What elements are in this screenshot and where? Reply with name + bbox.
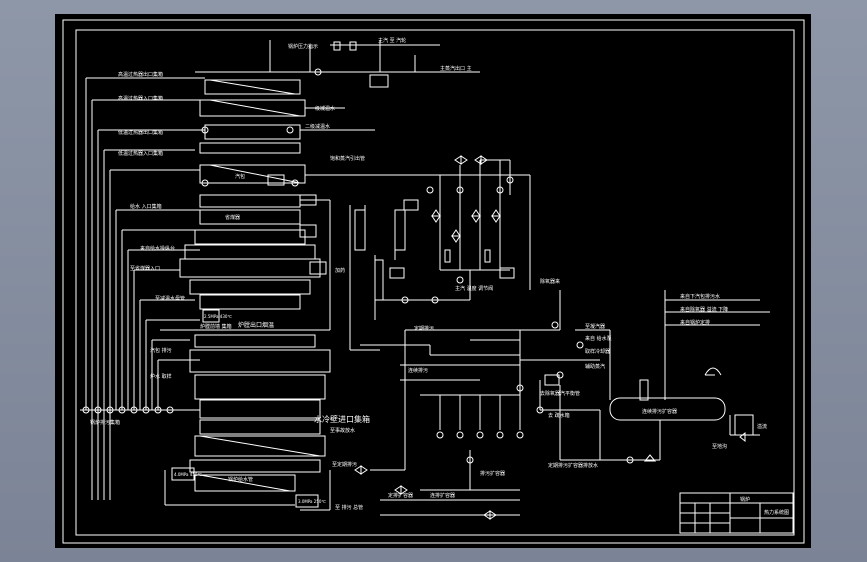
label-header-meter: 锅炉压力指示 <box>288 43 318 50</box>
label-bottom-right: 排污扩容器 <box>480 470 505 477</box>
label-water-inlet: 水冷壁进口集箱 <box>314 414 370 424</box>
label-tank: 连续排污扩容器 <box>642 408 677 415</box>
label-to-condenser: 至凝汽器 <box>585 323 605 330</box>
label-hp-sh-in: 高温过热器入口集箱 <box>118 95 163 102</box>
label-small-d: 汽包 排污 <box>150 347 172 354</box>
label-side-note-3: 来自锅炉定排 <box>680 319 710 326</box>
label-side-note-1: 来自下汽包排污水 <box>680 293 720 300</box>
pressure-tag-2: 4.0MPa 450℃ <box>174 472 202 477</box>
instruments <box>82 41 560 508</box>
label-main-steam-valve: 主汽 温度 调节阀 <box>455 285 493 292</box>
label-small-e: 加药 <box>335 267 345 274</box>
label-v2: 去 疏水箱 <box>548 412 570 419</box>
label-left-feed-a: 来自给水操纵台 <box>140 245 175 252</box>
inner-frame <box>75 29 795 536</box>
vent-hood <box>704 367 722 376</box>
label-drain-note: 定期排污扩容器排放水 <box>548 462 598 469</box>
label-hp-sh-out: 高温过热器出口集箱 <box>118 71 163 78</box>
vessels <box>354 209 754 436</box>
label-small-a: 至事故放水 <box>330 427 355 434</box>
label-main-steam-out: 主蒸汽出口 主 <box>440 65 472 72</box>
label-left-feed-b: 至省煤器入口 <box>130 265 160 272</box>
label-feed-water: 给水 入口集箱 <box>130 203 162 210</box>
pressure-tag-1: 2.5MPa 430℃ <box>204 314 232 319</box>
label-small-b: 至定期排污 <box>332 461 357 468</box>
label-sample: 取样冷却器 <box>585 348 610 355</box>
label-intermittent: 定期排污 <box>414 325 434 332</box>
valves <box>201 68 746 520</box>
label-small-f: 炉水 取样 <box>150 373 172 380</box>
flash-tank <box>734 414 754 436</box>
label-v1: 去除氧器汽平衡管 <box>540 390 580 397</box>
label-sat-steam: 饱和蒸汽引出管 <box>330 155 365 162</box>
label-aux-steam: 辅助蒸汽 <box>585 363 605 370</box>
label-lt-sh-in: 低温过热器入口集箱 <box>118 150 163 157</box>
label-to-trench: 至地沟 <box>712 443 727 450</box>
label-bottom: 锅炉给水管 <box>228 476 253 483</box>
label-drum: 汽包 <box>235 173 245 180</box>
sample-cooler-b <box>394 209 406 251</box>
label-desuper-2: 二级减温水 <box>305 123 330 130</box>
title-block-sheet: 热力系统图 <box>764 509 789 516</box>
label-small-c: 至 排污 总管 <box>335 504 363 511</box>
label-drain-header: 锅炉排污集箱 <box>90 419 120 426</box>
outer-frame <box>62 19 805 544</box>
label-drain-tank: 定排扩容器 <box>388 492 413 499</box>
label-side-note-2: 来自除氧器 溢流 下降 <box>680 306 728 313</box>
label-desuper-1: 一级减温水 <box>310 105 335 112</box>
label-cont-tank: 连排扩容器 <box>430 492 455 499</box>
title-block <box>679 492 794 534</box>
pressure-tag-3: 3.0MPa 250℃ <box>298 499 326 504</box>
label-furnace-front: 炉膛前墙 集箱 <box>200 323 232 330</box>
drawing-sheet <box>55 14 811 548</box>
blowdown-tank <box>609 397 726 421</box>
pipework <box>80 40 480 500</box>
label-header-steam: 主汽 至 汽轮 <box>378 37 406 44</box>
label-furnace-tag: 炉膛出口烟温 <box>238 321 274 329</box>
label-lt-sh-out: 低温过热器出口集箱 <box>118 129 163 136</box>
sample-cooler-c <box>374 259 384 301</box>
label-deaerator-in: 除氧器来 <box>540 278 560 285</box>
label-from-pump: 来自 给水泵 <box>585 335 612 342</box>
label-left-feed-c: 至减温水母管 <box>155 295 185 302</box>
title-block-name: 锅炉 <box>740 496 750 503</box>
label-overflow: 溢流 <box>757 423 767 430</box>
label-blowdown: 连续排污 <box>408 367 428 374</box>
annotations: 锅炉压力指示 主汽 至 汽轮 主蒸汽出口 主 高温过热器出口集箱 高温过热器入口… <box>90 37 789 516</box>
label-economizer: 省煤器 <box>225 214 240 221</box>
sample-cooler-a <box>354 209 366 251</box>
